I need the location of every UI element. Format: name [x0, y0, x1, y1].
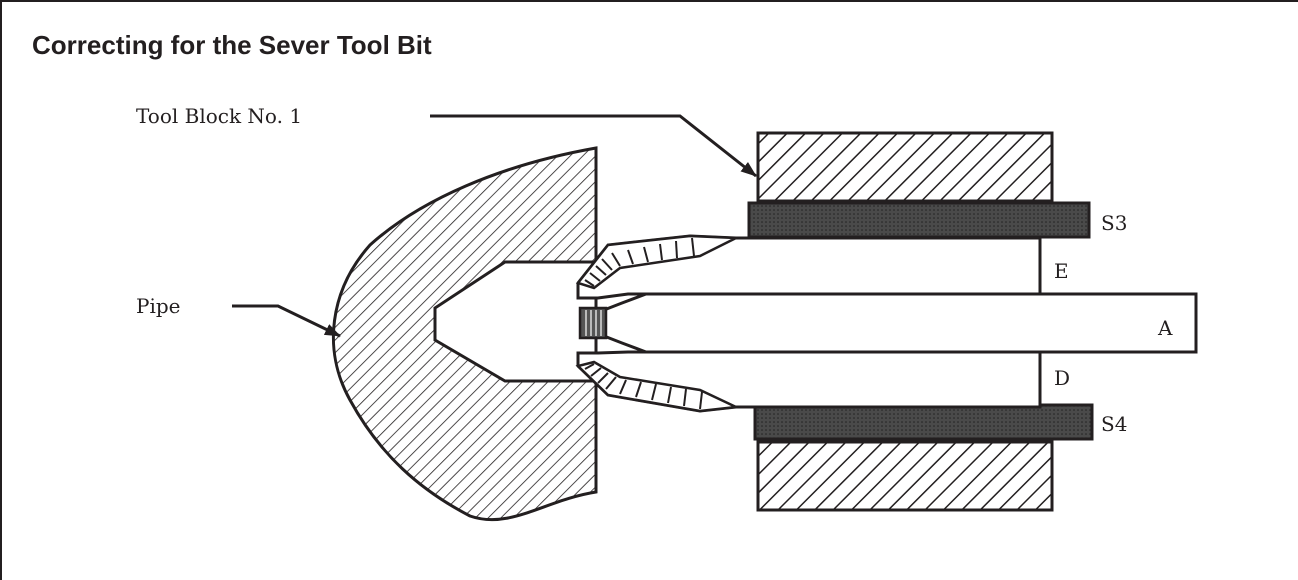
pipe-label: Pipe — [136, 294, 181, 318]
tool-block-leader-arrow — [430, 114, 757, 178]
figure-title: Correcting for the Sever Tool Bit — [32, 30, 432, 60]
sever-tool-bit — [602, 292, 1198, 354]
e-label: E — [1054, 259, 1069, 283]
upper-tool-block — [756, 131, 1054, 203]
upper-edge-ticks — [584, 237, 695, 287]
a-label: A — [1157, 316, 1173, 340]
upper-tool-bit-cutting-edge — [575, 234, 741, 290]
tool-block-label: Tool Block No. 1 — [136, 104, 302, 128]
s3-label: S3 — [1101, 211, 1127, 235]
lower-edge-ticks — [584, 363, 703, 410]
sever-tip-serrations — [585, 310, 602, 336]
lower-tool-block — [756, 440, 1054, 512]
shim-s3 — [747, 201, 1091, 239]
lower-tool-bit-cutting-edge — [575, 360, 741, 413]
s4-label: S4 — [1101, 412, 1127, 436]
d-label: D — [1054, 366, 1070, 390]
pipe-section — [332, 146, 598, 522]
shim-s4 — [753, 403, 1094, 441]
pipe-leader-arrow — [232, 304, 341, 338]
sever-tool-bit-tip — [578, 306, 608, 340]
